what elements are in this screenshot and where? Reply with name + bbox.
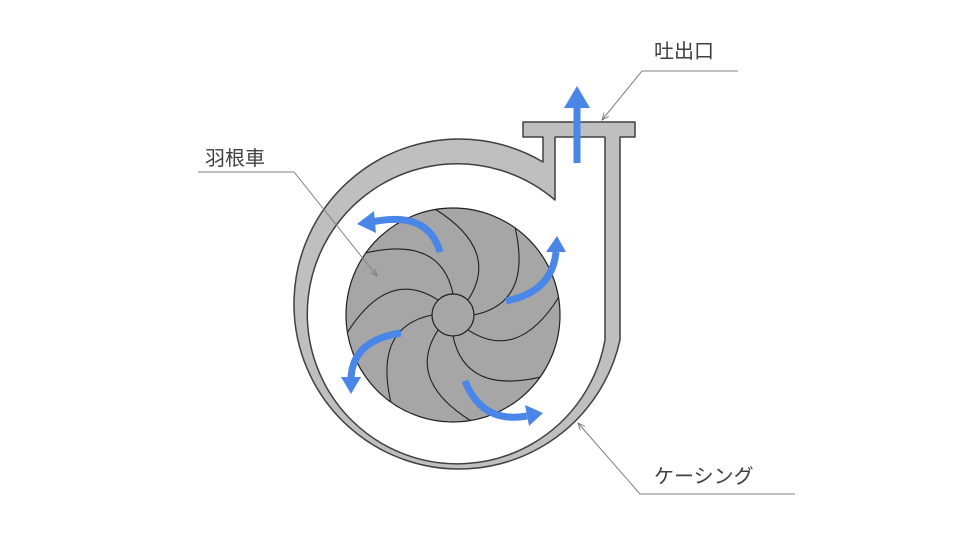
impeller-blade xyxy=(386,314,433,403)
flow-arrow-upper-left-head xyxy=(357,211,376,233)
label-outlet: 吐出口 xyxy=(654,39,714,63)
label-impeller: 羽根車 xyxy=(205,146,265,170)
flow-arrow-upper-right xyxy=(505,251,560,305)
leader-outlet xyxy=(602,70,738,120)
impeller-blade xyxy=(426,329,471,422)
leader-casing xyxy=(578,423,795,495)
impeller-blade xyxy=(365,248,454,295)
flow-arrow-outlet-head xyxy=(564,86,590,108)
flow-arrow-lower-right-head xyxy=(525,405,543,426)
flow-arrow-lower-right xyxy=(461,379,528,421)
impeller-blade xyxy=(346,288,439,333)
impeller-blade xyxy=(435,208,480,301)
flow-arrows xyxy=(341,86,590,426)
flow-arrow-upper-right-head xyxy=(546,236,566,252)
flow-arrow-upper-left xyxy=(371,215,444,254)
flow-arrow-lower-left xyxy=(347,329,402,379)
impeller-blade xyxy=(467,297,560,342)
impeller-blade xyxy=(452,335,541,382)
flow-arrow-lower-left-head xyxy=(341,377,361,394)
impeller xyxy=(345,207,561,423)
leader-lines xyxy=(198,70,795,495)
impeller-hub xyxy=(431,293,475,337)
leader-impeller xyxy=(198,171,377,276)
label-casing: ケーシング xyxy=(654,464,754,488)
impeller-blades xyxy=(346,208,560,422)
casing-shell xyxy=(293,121,636,470)
impeller-blade xyxy=(473,227,520,316)
